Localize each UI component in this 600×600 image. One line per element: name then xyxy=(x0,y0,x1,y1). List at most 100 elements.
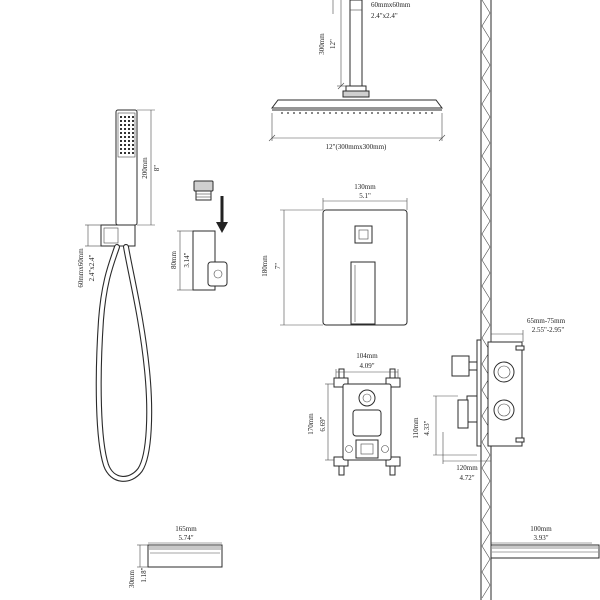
hand-shower-body xyxy=(115,109,138,226)
mounting-ear xyxy=(333,456,349,467)
holder-size-mm-label: 60mmx60mm xyxy=(77,248,85,288)
hand-shower-nozzle xyxy=(132,116,134,118)
hand-shower xyxy=(95,109,153,482)
holder-size-in-label: 2.4"x2.4" xyxy=(88,255,96,282)
trim-plate-width-dimension: 130mm 5.1" xyxy=(322,183,408,210)
wall-connector-thread xyxy=(195,190,212,201)
rain-nozzle xyxy=(365,112,367,114)
hand-shower-nozzle xyxy=(132,140,134,142)
hand-shower-nozzle xyxy=(124,136,126,138)
valve-box-tab xyxy=(515,345,525,351)
trim-plate-height-dimension: 180mm 7" xyxy=(261,209,323,326)
rain-nozzle xyxy=(323,112,325,114)
rain-nozzle xyxy=(389,112,391,114)
tub-spout-length-in-label: 5.74" xyxy=(178,534,193,542)
rain-nozzle xyxy=(431,112,433,114)
tub-spout-height-mm-label: 30mm xyxy=(128,570,136,588)
valve-body-width-dimension: 104mm 4.09" xyxy=(335,352,399,378)
valve-top-port xyxy=(358,389,376,407)
rain-nozzle xyxy=(371,112,373,114)
trim-plate xyxy=(322,209,408,326)
dimension-tick xyxy=(337,82,345,90)
hand-shower-nozzle xyxy=(120,120,122,122)
tub-spout-wall-length-in-label: 3.93" xyxy=(533,534,548,542)
hand-shower-nozzle xyxy=(124,132,126,134)
mounting-ear xyxy=(385,456,401,467)
hand-shower-nozzle xyxy=(120,128,122,130)
hand-shower-nozzle xyxy=(124,148,126,150)
tub-spout-height-in-label: 1.18" xyxy=(140,567,148,582)
valve-body-width-mm-label: 104mm xyxy=(356,352,378,360)
ceiling-arm-width-in-label: 2.4"x2.4" xyxy=(371,12,398,20)
handle-projection-in-label: 4.72" xyxy=(459,474,474,482)
wall xyxy=(480,0,492,600)
tub-spout-shading xyxy=(149,546,221,550)
valve-bottom-port xyxy=(355,439,379,459)
rain-nozzle xyxy=(359,112,361,114)
valve-outlet-port-inner xyxy=(497,403,511,417)
ceiling-arm-flange xyxy=(345,85,367,92)
hand-shower-nozzle xyxy=(124,144,126,146)
valve-body xyxy=(333,368,401,476)
hand-shower-nozzle xyxy=(128,136,130,138)
rain-nozzle xyxy=(425,112,427,114)
hand-shower-nozzle xyxy=(120,148,122,150)
rain-nozzle xyxy=(353,112,355,114)
rain-nozzle xyxy=(419,112,421,114)
rain-nozzle xyxy=(341,112,343,114)
diverter-stem xyxy=(468,361,478,371)
hand-shower-nozzle xyxy=(124,128,126,130)
valve-body-height-in-label: 6.69" xyxy=(319,416,327,431)
ceiling-arm-length-dimension: 300mm 12" xyxy=(318,0,350,90)
rain-shower-head xyxy=(271,99,443,114)
hand-shower-nozzle xyxy=(132,136,134,138)
diverter-button-inner xyxy=(358,229,369,240)
trim-plate-height-in-label: 7" xyxy=(274,263,282,270)
valve-body-height-dimension: 170mm 6.69" xyxy=(307,383,334,461)
tub-spout-wall-length-dimension: 100mm 3.93" xyxy=(491,525,592,544)
valve-body-width-in-label: 4.09" xyxy=(359,362,374,370)
wall-bracket-height-in-label: 3.14" xyxy=(183,252,191,267)
valve-cartridge xyxy=(352,409,382,437)
valve-box-tab xyxy=(515,437,525,443)
rain-nozzle xyxy=(401,112,403,114)
tub-spout-length-mm-label: 165mm xyxy=(175,525,197,533)
hand-shower-nozzle xyxy=(128,124,130,126)
hand-shower-holder-inner xyxy=(103,227,119,244)
hand-shower-nozzle xyxy=(124,120,126,122)
rain-nozzle xyxy=(347,112,349,114)
hand-shower-nozzle xyxy=(128,116,130,118)
rain-nozzle xyxy=(293,112,295,114)
dimension-tick xyxy=(438,134,446,142)
rain-nozzle xyxy=(395,112,397,114)
hand-shower-nozzle xyxy=(128,132,130,134)
ceiling-arm-width-dimension: 60mmx60mm 2.4"x2.4" xyxy=(332,0,411,20)
tub-spout-length-dimension: 165mm 5.74" xyxy=(148,525,222,544)
hand-shower-nozzle xyxy=(132,148,134,150)
trim-plate-width-in-label: 5.1" xyxy=(359,192,371,200)
ceiling-arm-pipe xyxy=(349,0,363,87)
valve-outlet-port xyxy=(493,361,515,383)
trim-plate-width-mm-label: 130mm xyxy=(354,183,376,191)
hand-shower-nozzle xyxy=(128,140,130,142)
rain-nozzle xyxy=(377,112,379,114)
ceiling-arm-length-in-label: 12" xyxy=(329,39,337,49)
rain-nozzle xyxy=(281,112,283,114)
valve-side-port xyxy=(381,445,389,453)
valve-top-port-inner xyxy=(362,393,372,403)
valve-depth-mm-label: 65mm-75mm xyxy=(527,317,566,325)
valve-depth-dimension: 65mm-75mm 2.55"-2.95" xyxy=(490,317,566,342)
hand-shower-nozzle xyxy=(132,152,134,154)
rain-head-plate xyxy=(271,99,443,109)
valve-side-port xyxy=(345,445,353,453)
hand-shower-nozzle xyxy=(120,124,122,126)
hose-inner xyxy=(96,245,152,481)
down-arrow-icon xyxy=(216,196,228,233)
hand-shower-nozzle xyxy=(124,152,126,154)
tub-spout-body xyxy=(147,544,223,568)
dimension-tick xyxy=(268,134,276,142)
valve-body-height-mm-label: 170mm xyxy=(307,413,315,435)
hand-shower-nozzle xyxy=(128,152,130,154)
hand-shower-nozzle xyxy=(124,116,126,118)
